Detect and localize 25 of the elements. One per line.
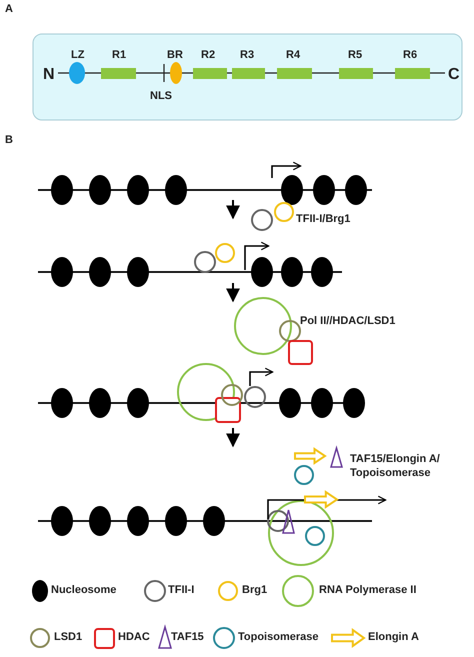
complex-label: TAF15/Elongin A/ Topoisomerase: [350, 452, 441, 480]
legend-label: Brg1: [242, 584, 268, 597]
legend-label: Topoisomerase: [238, 631, 318, 644]
domain-label: R6: [403, 48, 418, 62]
domain-label: NLS: [150, 89, 172, 103]
domain-label: LZ: [71, 48, 84, 62]
legend-label: HDAC: [118, 631, 150, 644]
legend-label: Nucleosome: [51, 584, 116, 597]
legend-label: LSD1: [54, 631, 82, 644]
legend-label: RNA Polymerase II: [319, 584, 416, 597]
domain-label: R2: [201, 48, 216, 62]
panel-letter: A: [5, 2, 13, 16]
domain-label: BR: [167, 48, 183, 62]
legend-label: TFII-I: [168, 584, 194, 597]
terminus-label: N: [43, 65, 55, 84]
domain-label: R4: [286, 48, 300, 62]
terminus-label: C: [448, 65, 460, 84]
legend-label: Elongin A: [368, 631, 419, 644]
panel-letter: B: [5, 133, 13, 147]
legend-label: TAF15: [171, 631, 204, 644]
complex-label: Pol II//HDAC/LSD1: [300, 314, 396, 328]
domain-label: R5: [348, 48, 362, 62]
domain-label: R3: [240, 48, 254, 62]
complex-label: TFII-I/Brg1: [296, 212, 350, 226]
domain-label: R1: [112, 48, 126, 62]
